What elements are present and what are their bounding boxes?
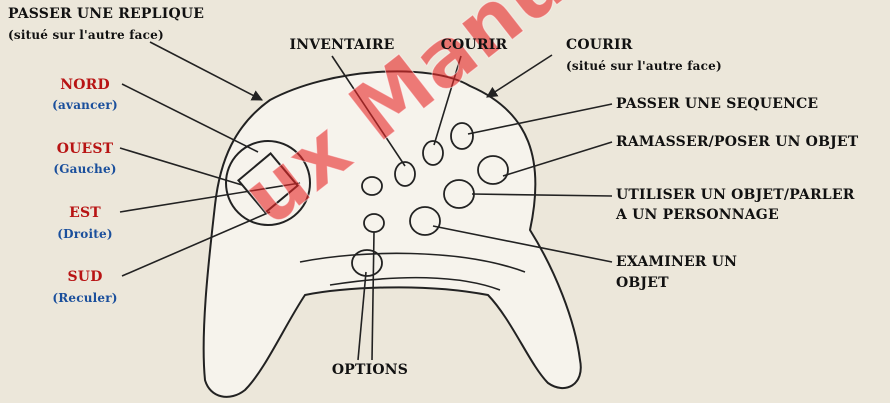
label-courir-top: COURIR	[441, 37, 508, 53]
pointer-passer-replique	[150, 42, 262, 100]
label-passer-sequence: PASSER UNE SEQUENCE	[616, 96, 818, 112]
label-utiliser-1: UTILISER UN OBJET/PARLER	[616, 187, 855, 203]
label-passer-replique: PASSER UNE REPLIQUE	[8, 6, 204, 22]
label-examiner-2: OBJET	[616, 275, 669, 291]
note-passer-replique: (situé sur l'autre face)	[8, 27, 164, 43]
label-nord-sub: (avancer)	[52, 97, 118, 113]
label-courir-right: COURIR	[566, 37, 633, 53]
label-examiner-1: EXAMINER UN	[616, 254, 737, 270]
label-nord: NORD	[60, 77, 110, 93]
label-utiliser-2: A UN PERSONNAGE	[616, 207, 779, 223]
label-ouest-sub: (Gauche)	[53, 161, 116, 177]
label-ouest: OUEST	[57, 141, 114, 157]
note-courir-right: (situé sur l'autre face)	[566, 58, 722, 74]
label-est-sub: (Droite)	[57, 226, 112, 242]
label-sud: SUD	[67, 269, 102, 285]
label-sud-sub: (Reculer)	[52, 290, 117, 306]
label-ramasser: RAMASSER/POSER UN OBJET	[616, 134, 858, 150]
label-inventaire: INVENTAIRE	[289, 37, 394, 53]
label-est: EST	[69, 205, 101, 221]
label-options: OPTIONS	[332, 362, 408, 378]
pointer-nord	[122, 84, 258, 152]
